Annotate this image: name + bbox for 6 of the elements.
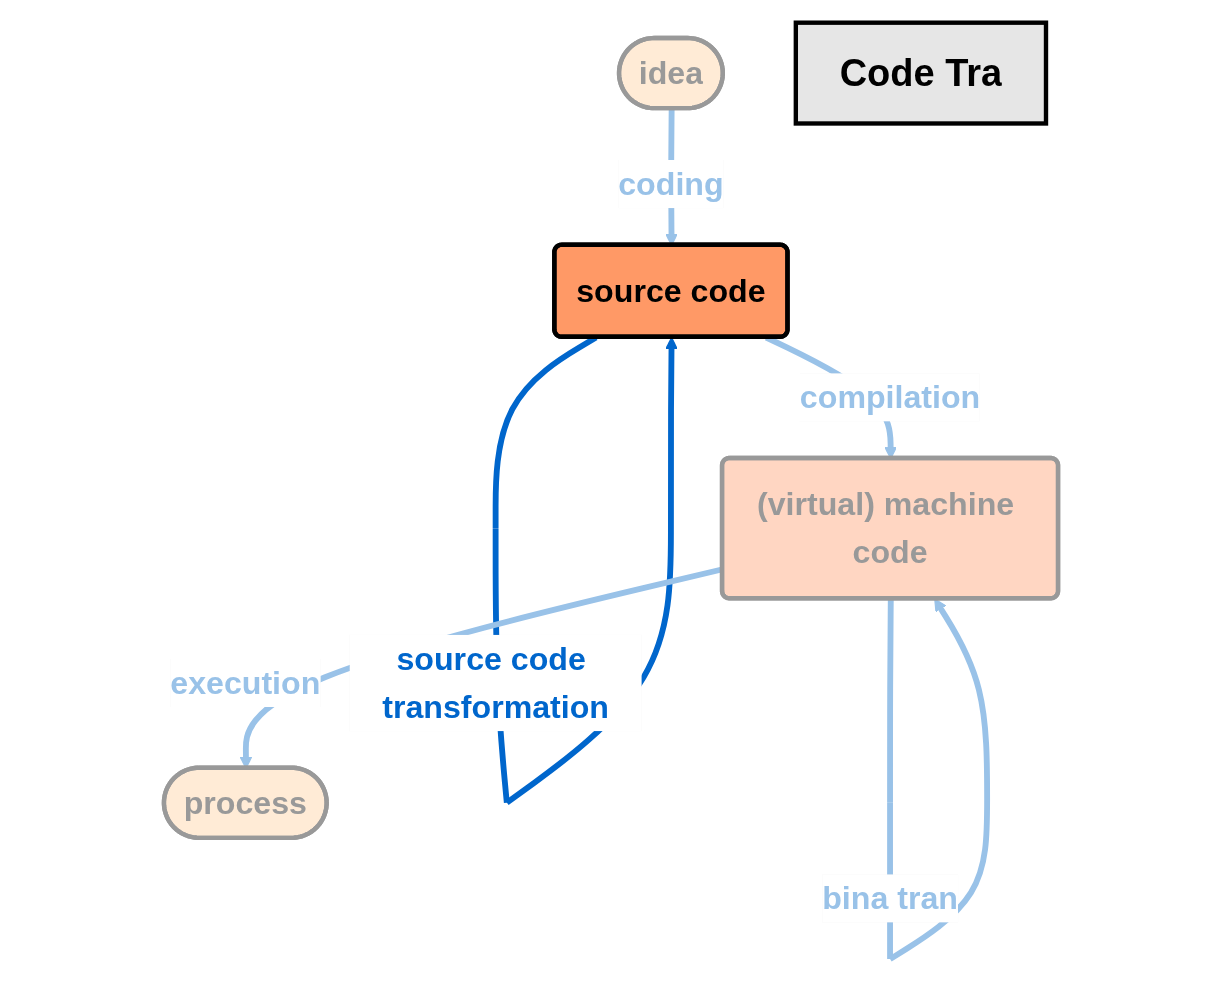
edge-label: compilation: [799, 379, 980, 416]
edge-label: coding: [617, 165, 724, 203]
edge-label: execution: [169, 664, 320, 702]
edge-label: source code transformation: [381, 640, 609, 726]
edge-label: bina tran: [821, 880, 958, 917]
node-box: Code Tra: [793, 20, 1048, 126]
